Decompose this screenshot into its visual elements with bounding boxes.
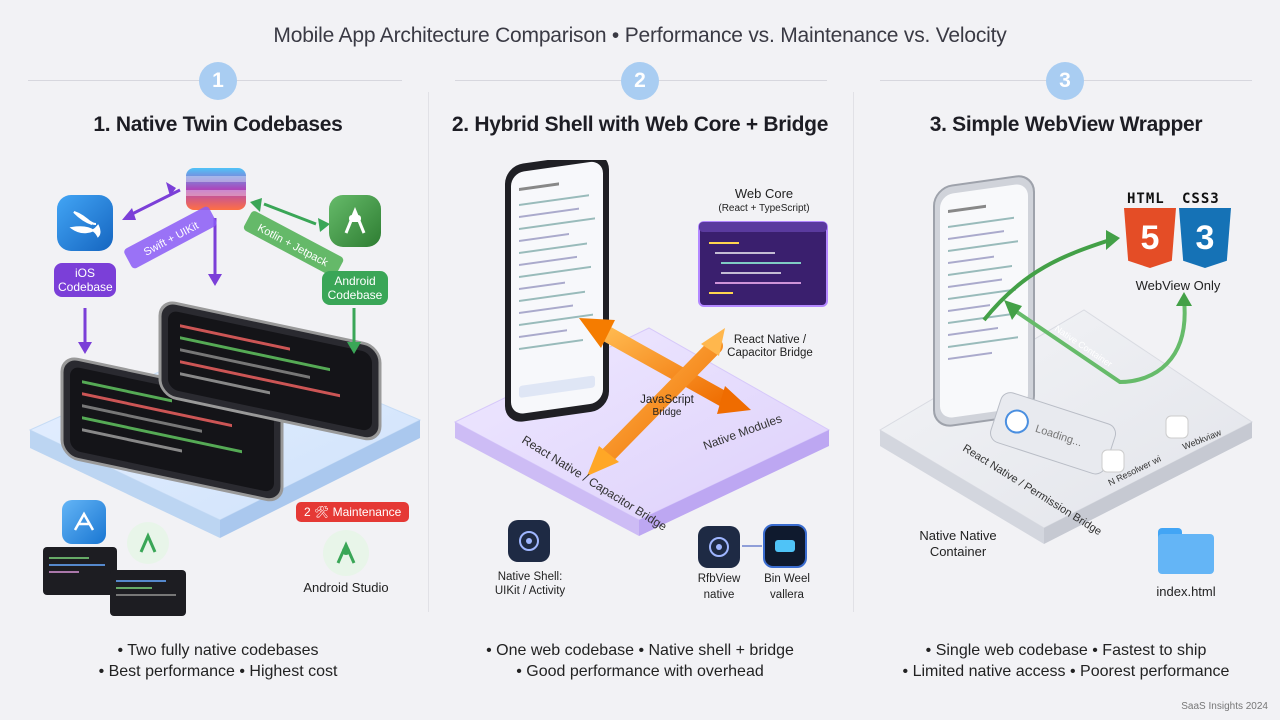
css-label: CSS3 xyxy=(1182,191,1220,207)
webview-bullet-1: • Single web codebase • Fastest to ship xyxy=(925,642,1207,659)
bin-weel-label-top: Bin Weel xyxy=(764,573,810,585)
js-bridge-label-top: JavaScript xyxy=(640,394,694,406)
code-window-android xyxy=(110,570,186,616)
webkit-icon xyxy=(1165,415,1189,439)
column-separator-1 xyxy=(428,92,429,612)
column-heading-native: 1. Native Twin Codebases xyxy=(93,113,343,136)
js-bridge-label-bottom: Bridge xyxy=(652,407,682,418)
html-label: HTML xyxy=(1127,191,1165,207)
code-window-ios xyxy=(43,547,117,595)
bin-weel-label-bottom: vallera xyxy=(770,589,804,601)
web-core-title: Web Core xyxy=(734,186,794,201)
webview-arrow-return xyxy=(1012,299,1187,385)
footer-credit: SaaS Insights 2024 xyxy=(1181,701,1268,712)
swift-icon xyxy=(57,195,113,251)
hybrid-phone xyxy=(505,160,609,422)
bridge-arrows xyxy=(579,318,751,476)
native-shell-icon xyxy=(508,520,550,562)
web-core-window xyxy=(698,221,828,307)
shared-stack-icon xyxy=(186,168,246,210)
bin-weel-icon xyxy=(763,524,807,568)
hybrid-bullet-1: • One web codebase • Native shell + brid… xyxy=(486,642,794,659)
native-shell-label-bottom: UIKit / Activity xyxy=(494,585,566,597)
android-studio-small-icon xyxy=(127,522,169,564)
android-icon xyxy=(329,195,381,247)
android-studio-icon xyxy=(323,530,369,576)
step-number-3: 3 xyxy=(1046,62,1084,100)
rfbview-label-top: RfbView xyxy=(697,573,741,585)
android-codebase-label: Android Codebase xyxy=(322,271,388,305)
webview-only-label: WebView Only xyxy=(1135,278,1221,293)
connector-line xyxy=(742,545,762,547)
resolver-icon xyxy=(1101,449,1125,473)
webview-diagram: Native Container Loading... React Native… xyxy=(879,175,1253,544)
webview-phone xyxy=(933,175,1035,427)
rn-bridge-label-top: React Native / xyxy=(733,334,807,346)
step-number-1: 1 xyxy=(199,62,237,100)
step-number-2: 2 xyxy=(621,62,659,100)
html5-shield-icon: 5 xyxy=(1124,208,1176,268)
folder-icon xyxy=(1158,528,1214,574)
hybrid-diagram: React Native / Capacitor Bridge Native M… xyxy=(453,160,831,536)
column-heading-webview: 3. Simple WebView Wrapper xyxy=(929,113,1203,136)
android-device xyxy=(158,301,382,441)
css3-shield-icon: 3 xyxy=(1179,208,1231,268)
webview-arrow-up xyxy=(982,238,1111,322)
rfbview-icon xyxy=(698,526,740,568)
native-bullet-2: • Best performance • Highest cost xyxy=(98,663,338,680)
native-bullet-1: • Two fully native codebases xyxy=(117,642,319,659)
native-shell-label-top: Native Shell: xyxy=(497,571,563,583)
index-file-label: index.html xyxy=(1156,584,1216,599)
web-core-subtitle: (React + TypeScript) xyxy=(718,203,810,214)
android-studio-label: Android Studio xyxy=(303,580,389,595)
xcode-icon xyxy=(62,500,106,544)
hybrid-bullet-2: • Good performance with overhead xyxy=(516,663,764,680)
webview-bullet-2: • Limited native access • Poorest perfor… xyxy=(902,663,1230,680)
native-diagram: Swift + UIKit Kotlin + Jetpack xyxy=(28,168,422,538)
column-separator-2 xyxy=(853,92,854,612)
column-heading-hybrid: 2. Hybrid Shell with Web Core + Bridge xyxy=(451,113,829,136)
native-container-label-bottom: Container xyxy=(929,544,987,559)
maintenance-badge: 2 🛠 Maintenance xyxy=(296,502,410,522)
rfbview-label-bottom: native xyxy=(703,589,735,601)
native-container-label-top: Native Native xyxy=(919,528,997,543)
page-title: Mobile App Architecture Comparison • Per… xyxy=(273,24,1007,47)
ios-codebase-label: iOS Codebase xyxy=(54,263,116,297)
rn-bridge-label-bottom: Capacitor Bridge xyxy=(727,347,813,359)
